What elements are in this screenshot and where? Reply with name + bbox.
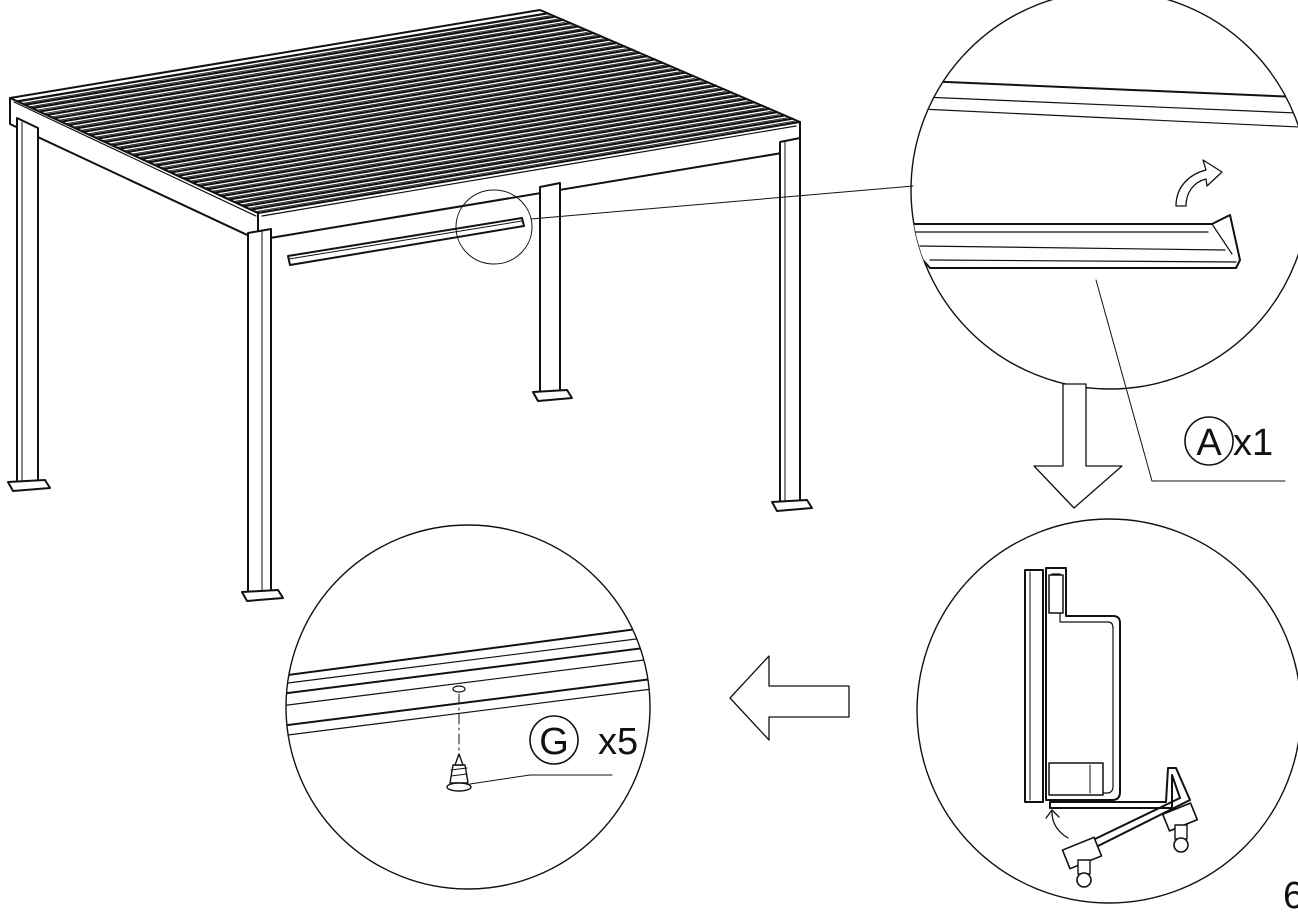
louver-slat-edge [150,74,688,166]
louver-slat [16,12,549,103]
part-g-letter: G [539,721,569,763]
louver-slat [118,58,656,150]
left-arrow-icon [729,655,850,741]
louver-slat-edge [252,120,795,213]
louver-slat [89,45,626,137]
left-back-post [16,117,39,483]
rotate-up-arrow-icon [1175,159,1223,207]
louver-slat [220,104,763,198]
louver-slat [198,94,740,188]
louver-slat-edge [99,51,635,142]
louver-slat [191,91,733,184]
pergola-drawing [7,9,914,602]
louver-slat [162,78,702,171]
louver-slat-edge [179,87,719,179]
louver-slat [176,84,717,177]
louver-slat [125,61,664,154]
louver-slat-edge [193,94,734,186]
louver-slat [227,107,771,201]
louver-slat-edge [69,38,604,128]
louver-slat [183,87,725,181]
louver-slat-edge [55,31,589,122]
louver-slat [96,48,633,140]
louver-slat-edge [172,84,711,176]
part-a-badge [1184,416,1234,466]
louver-slat [59,31,595,123]
louver-slat-edge [215,104,757,196]
louver-slat-edge [106,54,642,145]
louver-slat [74,38,610,130]
louver-slat-edge [91,48,627,139]
louver-slat-edge [40,25,573,115]
louver-slat-edge [230,110,772,203]
detail-screw-circle: G x5 [285,524,651,890]
detail-rail-circle: A x1 [910,0,1298,482]
louver-slat [45,25,580,117]
louver-slat-edge [142,71,681,162]
louver-slat-edge [245,117,788,210]
louver-slat [147,71,687,164]
louver-slat-edge [62,35,596,125]
front-left-post [247,228,272,593]
louver-slat [154,74,695,167]
detail-leader-line [530,185,914,220]
louver-slat-edge [186,91,726,183]
part-g-badge [529,715,579,765]
part-a-letter: A [1196,422,1222,464]
louver-slat-edge [128,64,665,156]
louver-slat-edge [113,58,650,149]
louver-slat-edge [33,21,566,112]
louver-slat-edge [18,15,551,105]
louver-slat-edge [77,41,612,132]
louver-slat [30,18,565,110]
louver-slat [213,101,756,194]
louver-slat-edge [135,68,673,159]
louver-slat-edge [237,114,780,206]
louver-slat [205,97,748,191]
louver-slat-edge [208,101,749,193]
louver-slat-edge [26,18,558,108]
part-g-quantity: x5 [598,721,638,763]
louver-slat [249,117,794,211]
roller-right [1161,802,1199,853]
louver-slat [132,64,672,157]
louver-slat-edge [201,97,742,189]
down-arrow-icon [1033,383,1123,509]
detail-magnifier-circle [455,189,533,265]
front-right-post [779,137,801,503]
louver-slat [38,22,572,113]
louver-slat [242,114,786,208]
louver-slat-edge [157,77,696,169]
louver-slat-edge [223,107,765,199]
louver-slat [67,35,603,127]
detail-motor-circle [916,518,1298,904]
louver-slat [52,28,587,120]
louver-slat [111,55,649,147]
louver-slat-edge [121,61,658,152]
louver-slat [140,68,679,160]
louver-slat-edge [164,81,703,172]
louver-slat [235,111,779,204]
louver-slat [169,81,710,174]
louver-slat [81,41,618,133]
louver-slat-edge [48,28,581,118]
screw-icon [446,753,472,792]
page-number: 6 [1283,875,1298,913]
curved-arrow-icon [1045,809,1069,839]
louver-slat-edge [84,45,619,135]
roof-louvers [16,12,795,213]
louver-slat [23,15,557,106]
rail-part-a [287,217,525,266]
roller-left [1061,836,1103,888]
louver-slat [103,51,641,144]
part-a-quantity: x1 [1233,422,1273,464]
